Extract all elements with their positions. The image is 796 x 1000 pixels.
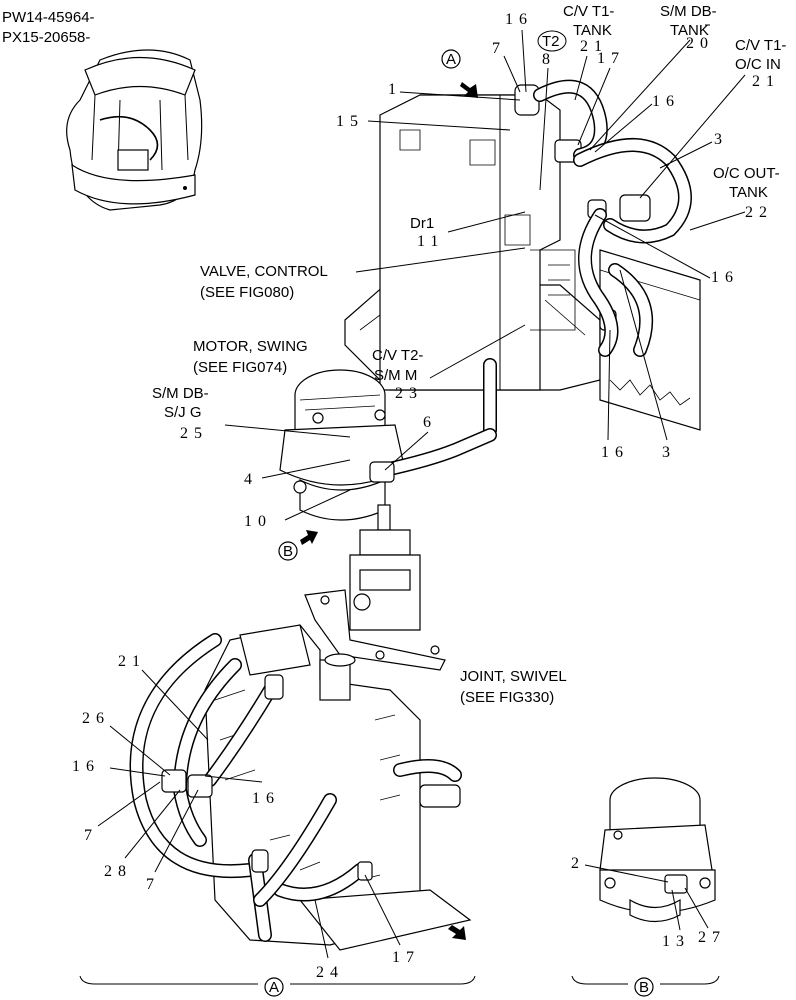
callout-7-left: 7 [84,827,98,844]
callout-6: 6 [423,414,437,431]
callout-23: 23 [395,385,423,402]
callout-13: 13 [662,933,690,950]
view-a-marker-top: A [441,49,478,98]
callout-7-top: 7 [492,40,506,57]
cv-t1-oc-in-label-2: O/C IN [735,56,781,73]
callout-4: 4 [244,471,258,488]
leader-lines [97,24,746,959]
callout-3-top: 3 [714,131,728,148]
swivel-joint [304,504,446,671]
callout-16-top: 16 [505,11,533,28]
cv-t1-tank-label-1: C/V T1- [563,3,614,20]
sm-db-sj-g-label-2: S/J G [164,404,202,421]
dr1-label: Dr1 [410,215,434,232]
callout-26: 26 [82,710,110,727]
callout-16-left: 16 [72,758,100,775]
cv-t1-tank-label-2: TANK [573,22,612,39]
sm-db-sj-g-label-1: S/M DB- [152,385,209,402]
valve-hoses [483,79,692,437]
sm-db-tank-label-1: S/M DB- [660,3,717,20]
view-b-assembly [599,777,716,923]
callout-3-low: 3 [662,444,676,461]
view-a-exit-arrow [448,925,466,940]
motor-swing-fig-ref: (SEE FIG074) [193,359,287,376]
joint-swivel-label: JOINT, SWIVEL [460,668,567,685]
callout-16-mid: 16 [652,93,680,110]
callout-8: 8 [542,51,556,68]
callout-16-right: 16 [711,269,739,286]
oc-out-tank-label-1: O/C OUT- [713,165,780,182]
callout-17-bottom: 17 [392,949,420,966]
serial-range-start: PW14-45964- [2,9,95,26]
callout-22: 22 [745,204,773,221]
cv-t2-sm-m-label-2: S/M M [374,367,417,384]
callout-10: 10 [244,513,272,530]
cv-t2-sm-m-label-1: C/V T2- [372,347,423,364]
callout-21-oc: 21 [752,73,780,90]
view-a-bracket: A [79,975,476,997]
callout-11: 11 [417,233,444,250]
view-b-letter-bracket: B [639,979,649,996]
valve-control-label: VALVE, CONTROL [200,263,328,280]
callout-25: 25 [180,425,208,442]
serial-range-end: PX15-20658- [2,29,90,46]
valve-control-fig-ref: (SEE FIG080) [200,284,294,301]
motor-swing-label: MOTOR, SWING [193,338,308,355]
callout-21-tank: 21 [580,38,608,55]
callout-28: 28 [104,863,132,880]
view-a-hoses [129,633,462,942]
view-b-marker-mid: B [278,530,318,561]
callout-2-b: 2 [571,855,585,872]
callout-17-top: 17 [597,50,625,67]
callout-24: 24 [316,964,344,981]
joint-swivel-fig-ref: (SEE FIG330) [460,689,554,706]
control-valve-assembly [344,84,701,431]
t2-marker-text: T2 [542,33,560,50]
sm-db-tank-label-2: TANK [670,22,709,39]
view-a-letter-bracket: A [269,979,279,996]
view-b-bracket: B [571,975,720,997]
t2-marker: T2 [537,30,567,52]
swing-motor [279,369,406,521]
callout-15: 15 [336,113,364,130]
callout-21-bottom: 21 [118,653,146,670]
cv-t1-oc-in-label-1: C/V T1- [735,37,786,54]
oc-out-tank-label-2: TANK [729,184,768,201]
view-a-letter-top: A [446,51,456,68]
callout-20: 20 [686,35,714,52]
callout-7-low: 7 [146,876,160,893]
callout-1: 1 [388,81,402,98]
callout-16-center: 16 [252,790,280,807]
callout-16-low: 16 [601,444,629,461]
view-b-letter-mid: B [283,543,293,560]
machine-thumbnail [66,49,203,211]
callout-27: 27 [698,929,726,946]
